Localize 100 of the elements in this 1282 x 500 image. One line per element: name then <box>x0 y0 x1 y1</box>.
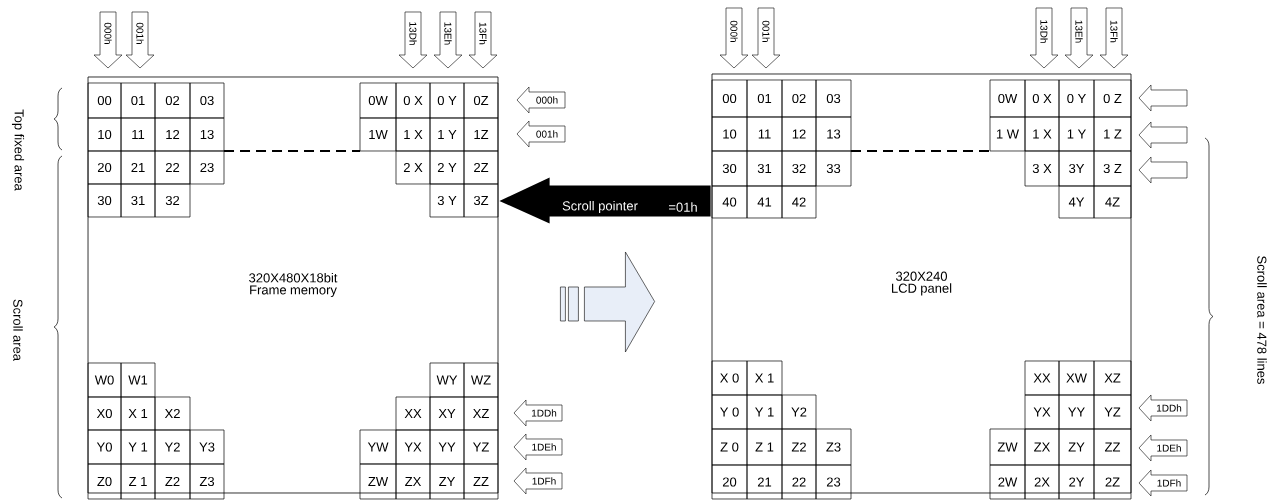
grid-cell: 10 <box>87 117 122 152</box>
grid-cell: XX <box>1024 360 1060 396</box>
grid-cell: XY <box>429 396 465 431</box>
grid-cell: ZW <box>359 463 397 500</box>
grid-cell: Y3 <box>189 429 225 465</box>
grid-cell: 21 <box>746 464 783 500</box>
grid-cell: ZZ <box>1093 428 1132 466</box>
grid-cell: Z 1 <box>746 428 783 466</box>
grid-cell: XW <box>1058 360 1095 396</box>
grid-cell: X2 <box>154 396 191 431</box>
grid-cell: 21 <box>120 150 156 185</box>
grid-cell: 32 <box>154 183 191 218</box>
grid-cell: 2X <box>1024 464 1060 500</box>
grid-cell: 0W <box>989 79 1026 118</box>
grid-cell: 01 <box>120 82 156 119</box>
grid-cell: 1 Y <box>1058 116 1095 152</box>
grid-cell: ZY <box>1058 428 1095 466</box>
grid-cell: 1 W <box>989 116 1026 152</box>
grid-cell: 00 <box>87 82 122 119</box>
grid-cell: 30 <box>87 183 122 218</box>
grid-cell: 12 <box>154 117 191 152</box>
grid-cell: 23 <box>815 464 852 500</box>
grid-cell: Z3 <box>815 428 852 466</box>
grid-cell: 1W <box>359 117 397 152</box>
grid-cell: 1 X <box>395 117 431 152</box>
grid-cell: Y2 <box>154 429 191 465</box>
pointer-label: =01h <box>669 202 697 212</box>
grid-cell: 03 <box>189 82 225 119</box>
grid-cell: XZ <box>1093 360 1132 396</box>
grid-cell: 02 <box>781 79 817 118</box>
grid-cell: ZZ <box>463 463 499 500</box>
pointer-arrow <box>499 177 711 224</box>
grid-cell: ZW <box>989 428 1026 466</box>
grid-cell: 2Y <box>1058 464 1095 500</box>
grid-cell: Y 0 <box>711 394 748 430</box>
grid-cell: Z 0 <box>711 428 748 466</box>
grid-cell: 42 <box>781 185 817 219</box>
grid-cell: 20 <box>711 464 748 500</box>
grid-cell: 12 <box>781 116 817 152</box>
grid-cell: X 1 <box>120 396 156 431</box>
grid-cell: 2 Y <box>429 150 465 185</box>
grid-cell: Z 1 <box>120 463 156 500</box>
side-label: Scroll area = 478 lines <box>1257 256 1267 384</box>
grid-cell: 0Z <box>463 82 499 119</box>
grid-cell: 10 <box>711 116 748 152</box>
grid-cell: 13 <box>189 117 225 152</box>
grid-cell: YX <box>1024 394 1060 430</box>
grid-cell: 23 <box>189 150 225 185</box>
grid-cell: XZ <box>463 396 499 431</box>
grid-cell: XX <box>395 396 431 431</box>
side-label: Top fixed area <box>11 109 25 191</box>
edge-label: Scroll pointer <box>562 200 638 214</box>
grid-cell: 20 <box>87 150 122 185</box>
grid-cell: Z2 <box>781 428 817 466</box>
grid-cell: 0W <box>359 82 397 119</box>
grid-cell: Z3 <box>189 463 225 500</box>
grid-cell: 1 Y <box>429 117 465 152</box>
grid-cell: YX <box>395 429 431 465</box>
grid-cell: W1 <box>120 362 156 398</box>
grid-cell: 22 <box>154 150 191 185</box>
grid-cell: 32 <box>781 150 817 187</box>
grid-cell: 33 <box>815 150 852 187</box>
grid-cell: 1 X <box>1024 116 1060 152</box>
grid-cell: 3 X <box>1024 150 1060 187</box>
grid-cell: 0 Y <box>1058 79 1095 118</box>
grid-cell: WZ <box>463 362 499 398</box>
grid-cell: 31 <box>120 183 156 218</box>
grid-cell: Y 1 <box>120 429 156 465</box>
grid-cell: 31 <box>746 150 783 187</box>
grid-cell: Y 1 <box>746 394 783 430</box>
grid-cell: 40 <box>711 185 748 219</box>
grid-cell: 11 <box>746 116 783 152</box>
grid-cell: YY <box>1058 394 1095 430</box>
grid-cell: 3 Z <box>1093 150 1132 187</box>
grid-cell: ZY <box>429 463 465 500</box>
grid-cell: 2W <box>989 464 1026 500</box>
grid-cell: Z2 <box>154 463 191 500</box>
grid-cell: 0 Y <box>429 82 465 119</box>
grid-cell: 01 <box>746 79 783 118</box>
grid-cell: YY <box>429 429 465 465</box>
grid-cell: Z0 <box>87 463 122 500</box>
grid-cell: ZX <box>395 463 431 500</box>
grid-cell: 0 X <box>395 82 431 119</box>
grid-cell: 30 <box>711 150 748 187</box>
grid-cell: 2 X <box>395 150 431 185</box>
grid-cell: YZ <box>1093 394 1132 430</box>
grid-cell: 4Z <box>1093 185 1132 219</box>
grid-cell: X 0 <box>711 360 748 396</box>
grid-cell: 41 <box>746 185 783 219</box>
grid-cell: Y2 <box>781 394 817 430</box>
grid-cell: 1Z <box>463 117 499 152</box>
grid-cell: 2Z <box>1093 464 1132 500</box>
grid-cell: 0 Z <box>1093 79 1132 118</box>
grid-cell: X0 <box>87 396 122 431</box>
grid-cell: WY <box>429 362 465 398</box>
grid-cell: 3 Y <box>429 183 465 218</box>
grid-cell: 11 <box>120 117 156 152</box>
grid-cell: 3Z <box>463 183 499 218</box>
grid-cell: ZX <box>1024 428 1060 466</box>
grid-cell: 3Y <box>1058 150 1095 187</box>
